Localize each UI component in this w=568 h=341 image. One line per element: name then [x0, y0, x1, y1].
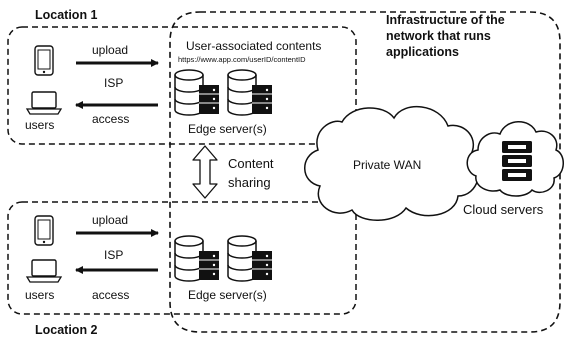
database-icon	[227, 235, 257, 282]
laptop-icon	[25, 91, 63, 115]
access-label: access	[92, 112, 130, 126]
cloud-servers-label: Cloud servers	[463, 202, 544, 217]
private-wan-label: Private WAN	[353, 158, 422, 172]
edge-server-label-1: Edge server(s)	[188, 122, 267, 136]
infrastructure-label: Infrastructure of the network that runs …	[386, 13, 505, 59]
isp-label: ISP	[104, 248, 124, 262]
users-label: users	[25, 288, 55, 302]
server-icon	[199, 251, 219, 280]
contents-url: https://www.app.com/userID/contentID	[178, 55, 306, 64]
content-sharing-arrow	[192, 145, 218, 199]
access-label: access	[92, 288, 130, 302]
content-sharing-label-line2: sharing	[228, 175, 271, 190]
database-icon	[174, 69, 204, 116]
location-1-box	[7, 26, 357, 145]
laptop-icon	[25, 259, 63, 283]
location-2-box	[7, 201, 357, 315]
users-label: users	[25, 118, 55, 132]
infrastructure-boundary	[169, 11, 561, 333]
upload-label: upload	[92, 43, 129, 57]
edge-server-label-2: Edge server(s)	[188, 288, 267, 302]
tablet-icon	[34, 45, 54, 76]
database-icon	[174, 235, 204, 282]
database-icon	[227, 69, 257, 116]
location-1-label: Location 1	[35, 8, 98, 22]
private-wan-cloud	[304, 105, 480, 221]
isp-label: ISP	[104, 76, 124, 90]
server-icon	[252, 251, 272, 280]
content-sharing-label-line1: Content	[228, 156, 274, 171]
location-2-label: Location 2	[35, 323, 98, 337]
tablet-icon	[34, 215, 54, 246]
upload-label: upload	[92, 213, 129, 227]
server-icon	[199, 85, 219, 114]
server-rack-icon	[502, 141, 532, 181]
contents-title: User-associated contents	[186, 39, 322, 53]
server-icon	[252, 85, 272, 114]
